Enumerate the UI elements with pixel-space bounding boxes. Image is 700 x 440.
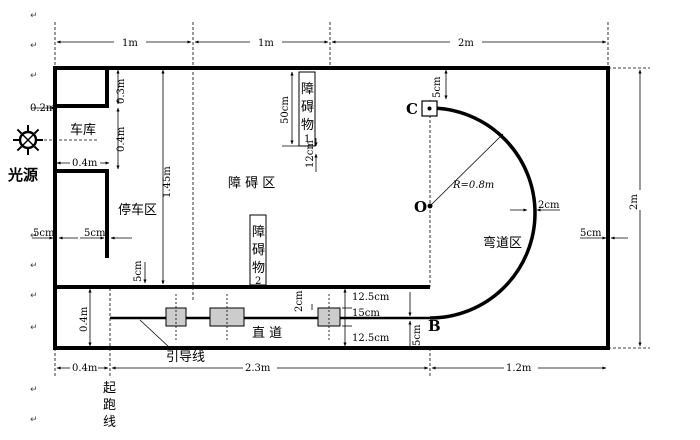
dim-right-2m: 2m xyxy=(629,194,640,210)
straight-label: 直 道 xyxy=(252,326,282,341)
outer-boundary xyxy=(53,66,610,350)
curve-zone-label: 弯道区 xyxy=(483,235,522,251)
point-b-label: B xyxy=(428,317,441,335)
dim-top-2m: 2m xyxy=(458,38,474,49)
paragraph-marks: ↵ ↵ ↵ ↵ ↵ ↵ ↵ ↵ ↵ xyxy=(30,11,38,425)
svg-text:↵: ↵ xyxy=(30,261,38,271)
garage-dimensions: 0.2m 0.3m 0.4m 0.4m xyxy=(30,69,127,170)
obstacle1-char-3: 物 xyxy=(301,118,314,133)
obstacle2-char-1: 障 xyxy=(252,225,265,240)
left-side-dimensions: 5cm 5cm xyxy=(32,228,132,240)
obstacle1-char-4: 1 xyxy=(304,134,310,145)
guide-line-label: 引导线 xyxy=(166,350,205,365)
dim-garage-h: 0.4m xyxy=(116,126,127,152)
dim-c-offset: 5cm xyxy=(432,76,443,98)
obstacle-2: 障 碍 物 2 xyxy=(249,214,267,287)
parking-zone: 停车区 1.45m xyxy=(118,69,173,285)
dim-left-5cm-a: 5cm xyxy=(33,228,55,239)
dim-lane-2cm: 2cm xyxy=(294,290,305,312)
light-source-label: 光源 xyxy=(7,166,38,184)
obstacle2-char-3: 物 xyxy=(252,261,265,276)
svg-text:↵: ↵ xyxy=(30,385,38,395)
dim-b-5cm: 5cm xyxy=(412,324,423,346)
dim-bottom-2-3m: 2.3m xyxy=(245,363,271,374)
obstacle-zone-label: 障 碍 区 xyxy=(228,176,275,191)
dim-bottom-0-4m: 0.4m xyxy=(72,363,98,374)
svg-text:↵: ↵ xyxy=(30,71,38,81)
dim-parking-h: 1.45m xyxy=(162,166,173,198)
dim-radius: R=0.8m xyxy=(452,180,494,191)
sun-icon xyxy=(13,125,43,155)
dim-obstacle-gap: 12cm xyxy=(305,140,316,168)
start-line-char-3: 线 xyxy=(103,415,116,430)
svg-text:↵: ↵ xyxy=(30,231,38,241)
svg-text:↵: ↵ xyxy=(30,323,38,333)
bottom-dimensions: 0.4m 2.3m 1.2m xyxy=(54,348,607,376)
dim-lane-h: 0.4m xyxy=(79,306,90,332)
dim-lane-15cm: 15cm xyxy=(352,308,380,319)
svg-text:↵: ↵ xyxy=(30,291,38,301)
dim-garage-h-top: 0.3m xyxy=(116,78,127,104)
parking-label: 停车区 xyxy=(118,202,157,218)
start-line-label: 起 跑 线 xyxy=(103,381,116,430)
dim-top-1m-a: 1m xyxy=(122,38,138,49)
dim-lane-12-5-bottom: 12.5cm xyxy=(352,333,390,344)
start-line-char-2: 跑 xyxy=(103,398,116,413)
garage: 车库 xyxy=(55,68,109,258)
dim-left-5cm-b: 5cm xyxy=(84,228,106,239)
obstacle1-char-1: 障 xyxy=(301,82,314,97)
obstacle2-char-2: 碍 xyxy=(252,243,265,258)
obstacle-1: 障 碍 物 1 50cm 12cm xyxy=(280,71,318,172)
dim-mid-5cm: 5cm xyxy=(133,260,144,282)
dim-top-1m-b: 1m xyxy=(258,38,274,49)
dim-obstacle-top-h: 50cm xyxy=(280,96,291,124)
dim-garage-w: 0.2m xyxy=(30,103,56,114)
svg-text:↵: ↵ xyxy=(30,41,38,51)
curve-zone: C O R=0.8m 5cm 2cm 弯道区 xyxy=(406,69,560,320)
dim-bottom-1-2m: 1.2m xyxy=(506,363,532,374)
right-side-dimensions: 5cm 2m xyxy=(580,67,650,349)
dim-right-5cm: 5cm xyxy=(580,228,602,239)
dim-garage-bottom-w: 0.4m xyxy=(72,158,98,169)
point-c-label: C xyxy=(406,100,418,118)
svg-text:↵: ↵ xyxy=(30,11,38,21)
start-line-char-1: 起 xyxy=(103,381,116,396)
guide-line-callout: 引导线 xyxy=(139,319,205,365)
straight-lane: 0.4m 2cm 12.5cm 15cm 12.5cm 直 道 5cm B xyxy=(79,288,441,348)
light-source: 光源 xyxy=(7,125,98,184)
dim-arc-gap: 2cm xyxy=(538,200,560,211)
obstacle2-char-4: 2 xyxy=(255,276,261,287)
svg-text:↵: ↵ xyxy=(30,415,38,425)
mid-5cm-dimension: 5cm xyxy=(133,260,147,284)
obstacle1-char-2: 碍 xyxy=(301,100,314,115)
dim-lane-12-5-top: 12.5cm xyxy=(352,292,390,303)
garage-label: 车库 xyxy=(70,122,96,138)
point-o-label: O xyxy=(414,198,427,216)
